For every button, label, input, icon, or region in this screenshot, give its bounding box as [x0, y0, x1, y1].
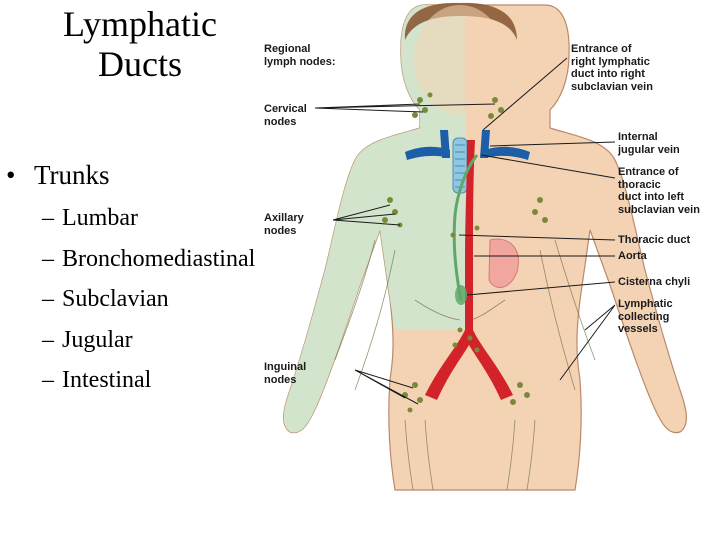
trachea — [453, 138, 467, 193]
trunk-item: –Intestinal — [42, 360, 255, 401]
trunk-item: –Bronchomediastinal — [42, 239, 255, 280]
face — [414, 5, 506, 115]
label-lymphatic-collecting-vessels: Lymphatic collecting vessels — [618, 298, 673, 336]
trunk-jugular: Jugular — [62, 327, 133, 353]
label-axillary-nodes: Axillary nodes — [264, 212, 304, 237]
trunk-subclavian: Subclavian — [62, 286, 169, 312]
bullet-dot: • — [6, 158, 34, 192]
bullet-list: •Trunks –Lumbar –Bronchomediastinal –Sub… — [6, 158, 255, 401]
label-inguinal-nodes: Inguinal nodes — [264, 361, 306, 386]
label-thoracic-entrance: Entrance of thoracic duct into left subc… — [618, 166, 700, 216]
trunk-lumbar: Lumbar — [62, 205, 138, 231]
trunk-list: –Lumbar –Bronchomediastinal –Subclavian … — [42, 198, 255, 401]
label-thoracic-duct: Thoracic duct — [618, 234, 690, 247]
trunk-intestinal: Intestinal — [62, 367, 151, 393]
label-cisterna-chyli: Cisterna chyli — [618, 276, 690, 289]
slide-title-text: Lymphatic Ducts — [63, 4, 217, 84]
lymphatic-diagram: Regional lymph nodes: Cervical nodes Axi… — [255, 0, 720, 500]
trunk-item: –Lumbar — [42, 198, 255, 239]
label-cervical-nodes: Cervical nodes — [264, 103, 307, 128]
trunk-bronchomediastinal: Bronchomediastinal — [62, 246, 255, 272]
cisterna-chyli — [455, 285, 467, 305]
label-regional-lymph-nodes: Regional lymph nodes: — [264, 43, 336, 68]
bullet-trunks: •Trunks — [6, 158, 255, 192]
slide-title: Lymphatic Ducts — [30, 4, 250, 84]
trunk-item: –Jugular — [42, 320, 255, 361]
bullet-trunks-text: Trunks — [34, 160, 110, 190]
label-aorta: Aorta — [618, 250, 647, 263]
label-internal-jugular-vein: Internal jugular vein — [618, 131, 680, 156]
label-right-duct-entrance: Entrance of right lymphatic duct into ri… — [571, 43, 653, 93]
trunk-item: –Subclavian — [42, 279, 255, 320]
